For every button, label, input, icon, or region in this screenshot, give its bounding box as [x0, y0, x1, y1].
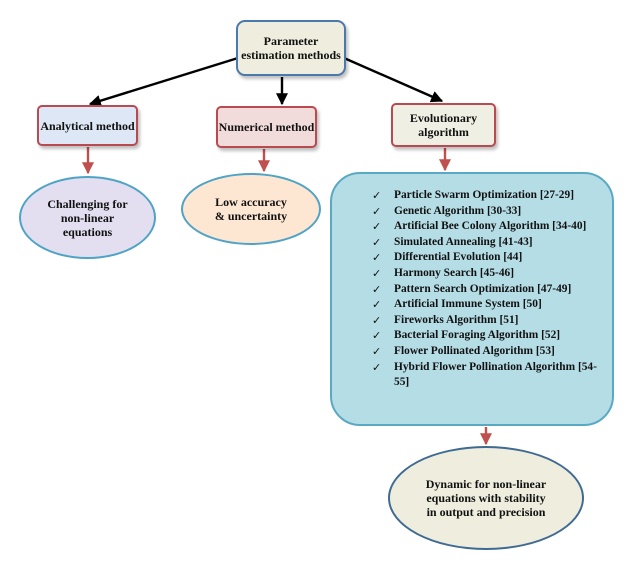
check-mark-icon: ✓	[372, 313, 382, 327]
algorithm-item: ✓ Artificial Bee Colony Algorithm [34-40]	[372, 219, 604, 235]
check-mark-icon: ✓	[372, 266, 382, 280]
algorithm-item: ✓ Particle Swarm Optimization [27-29]	[372, 188, 604, 204]
algorithm-item: ✓ Simulated Annealing [41-43]	[372, 235, 604, 251]
root-label: Parameter estimation methods	[241, 34, 341, 62]
algorithm-item-label: Genetic Algorithm [30-33]	[394, 204, 522, 217]
analytical-method-node: Analytical method	[37, 105, 138, 146]
algorithm-item-label: Bacterial Foraging Algorithm [52]	[394, 329, 561, 342]
numerical-outcome-label: Low accuracy & uncertainty	[214, 195, 288, 223]
analytical-outcome-ellipse: Challenging for non-linear equations	[19, 176, 156, 259]
check-mark-icon: ✓	[372, 204, 382, 218]
numerical-method-node: Numerical method	[216, 106, 317, 148]
algorithm-item-label: Fireworks Algorithm [51]	[394, 313, 519, 326]
algorithm-item: ✓ Genetic Algorithm [30-33]	[372, 204, 604, 220]
algorithm-item-label: Flower Pollinated Algorithm [53]	[394, 344, 555, 357]
check-mark-icon: ✓	[372, 220, 382, 234]
algorithm-item-label: Pattern Search Optimization [47-49]	[394, 282, 572, 295]
arrow-root-to-evolutionary	[343, 56, 444, 103]
algorithm-item: ✓ Hybrid Flower Pollination Algorithm [54…	[372, 360, 604, 391]
check-mark-icon: ✓	[372, 251, 382, 265]
evolutionary-algorithm-node: Evolutionary algorithm	[391, 103, 496, 147]
algorithm-item: ✓ Fireworks Algorithm [51]	[372, 313, 604, 329]
evolutionary-outcome-ellipse: Dynamic for non-linear equations with st…	[388, 446, 584, 550]
algorithm-item: ✓ Harmony Search [45-46]	[372, 266, 604, 282]
algorithm-item: ✓ Bacterial Foraging Algorithm [52]	[372, 328, 604, 344]
check-mark-icon: ✓	[372, 282, 382, 296]
algorithm-item-label: Artificial Bee Colony Algorithm [34-40]	[394, 220, 587, 233]
arrow-root-to-analytical	[88, 56, 239, 107]
analytical-outcome-label: Challenging for non-linear equations	[47, 196, 128, 239]
root-node: Parameter estimation methods	[236, 20, 346, 76]
check-mark-icon: ✓	[372, 235, 382, 249]
algorithm-item-label: Hybrid Flower Pollination Algorithm [54-…	[394, 360, 597, 389]
numerical-method-label: Numerical method	[218, 120, 315, 134]
algorithm-item-label: Harmony Search [45-46]	[394, 266, 515, 279]
algorithm-list: ✓ Particle Swarm Optimization [27-29] ✓ Gen…	[372, 188, 604, 391]
check-mark-icon: ✓	[372, 298, 382, 312]
check-mark-icon: ✓	[372, 329, 382, 343]
check-mark-icon: ✓	[372, 360, 382, 374]
algorithm-item: ✓ Pattern Search Optimization [47-49]	[372, 282, 604, 298]
numerical-outcome-ellipse: Low accuracy & uncertainty	[181, 173, 321, 245]
algorithm-item-label: Differential Evolution [44]	[394, 251, 523, 264]
evolutionary-outcome-label: Dynamic for non-linear equations with st…	[425, 477, 547, 519]
algorithm-item-label: Particle Swarm Optimization [27-29]	[394, 189, 574, 201]
evolutionary-algorithm-label: Evolutionary algorithm	[409, 111, 478, 139]
algorithm-item: ✓ Flower Pollinated Algorithm [53]	[372, 344, 604, 360]
check-mark-icon: ✓	[372, 344, 382, 358]
algorithm-item: ✓ Artificial Immune System [50]	[372, 297, 604, 313]
algorithm-item-label: Artificial Immune System [50]	[394, 298, 542, 311]
algorithm-item-label: Simulated Annealing [41-43]	[394, 235, 533, 248]
algorithm-item: ✓ Differential Evolution [44]	[372, 250, 604, 266]
check-mark-icon: ✓	[372, 189, 382, 202]
analytical-method-label: Analytical method	[40, 118, 135, 133]
algorithm-list-box: ✓ Particle Swarm Optimization [27-29] ✓ Gen…	[330, 172, 614, 426]
